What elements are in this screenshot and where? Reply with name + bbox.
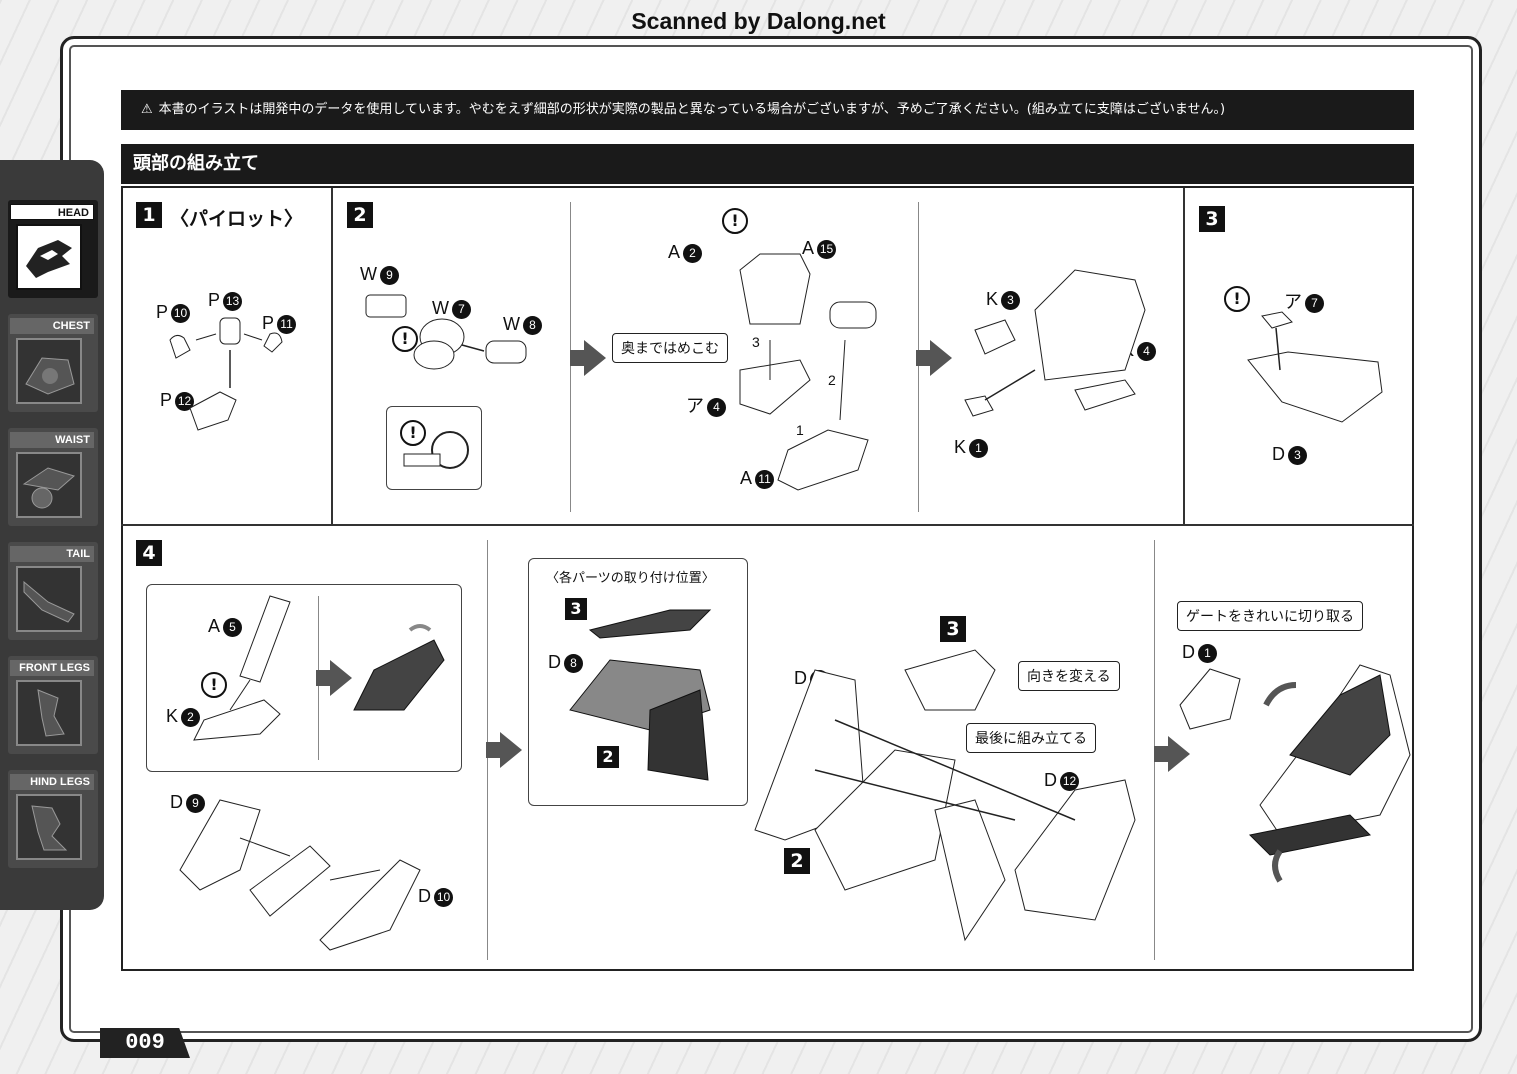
head-assembly-illustration — [754, 649, 1136, 942]
position-label: 3 — [940, 616, 966, 642]
step-title: 〈パイロット〉 — [170, 208, 304, 230]
sidebar-tab-label: FRONT LEGS — [10, 660, 94, 676]
sidebar-tab-tail[interactable]: TAIL — [8, 542, 98, 640]
position-label: 2 — [597, 746, 619, 768]
divider — [331, 188, 333, 525]
chest-icon — [16, 338, 82, 404]
sidebar-tab-head[interactable]: HEAD — [8, 200, 98, 298]
section-title: 頭部の組み立て — [121, 144, 1414, 184]
sidebar-tab-label: TAIL — [10, 546, 94, 562]
watermark: Scanned by Dalong.net — [631, 8, 886, 34]
sidebar-tab-front-legs[interactable]: FRONT LEGS — [8, 656, 98, 754]
head-final-illustration — [1179, 664, 1411, 883]
jaw-frame-illustration — [179, 799, 421, 951]
page-number: 009 — [100, 1028, 190, 1058]
caution-icon: ! — [392, 326, 418, 352]
step-number: 3 — [1199, 206, 1225, 232]
step-number: 2 — [347, 202, 373, 228]
notice-text: 本書のイラストは開発中のデータを使用しています。やむをえず細部の形状が実際の製品… — [158, 102, 1226, 117]
head-cockpit-illustration — [964, 269, 1146, 417]
order-label: 3 — [752, 334, 760, 350]
order-label: 1 — [796, 422, 804, 438]
flow-arrow-icon — [486, 732, 522, 768]
sidebar: HEAD CHEST WAIST TAIL FRONT LEGS HIND LE… — [0, 160, 104, 910]
front-legs-icon — [16, 680, 82, 746]
flow-arrow-icon — [316, 660, 352, 696]
inset-title: 〈各パーツの取り付け位置〉 — [546, 571, 715, 586]
head-position-illustration — [569, 609, 712, 781]
caution-icon: ! — [400, 420, 426, 446]
cockpit-seat-illustration — [365, 294, 527, 370]
sidebar-tab-label: WAIST — [10, 432, 94, 448]
caution-icon: ! — [722, 208, 748, 234]
canopy-illustration — [1247, 311, 1383, 423]
detail-illustration — [403, 431, 469, 469]
position-label: 3 — [565, 598, 587, 620]
callout-assemble-last: 最後に組み立てる — [966, 723, 1096, 753]
callout-cut-gate: ゲートをきれいに切り取る — [1177, 601, 1363, 631]
cockpit-assembly-illustration — [739, 253, 877, 491]
order-label: 2 — [828, 372, 836, 388]
step-number: 4 — [136, 540, 162, 566]
hind-legs-icon — [16, 794, 82, 860]
jaw-assembled-illustration — [353, 624, 445, 711]
sidebar-tab-hind-legs[interactable]: HIND LEGS — [8, 770, 98, 868]
waist-icon — [16, 452, 82, 518]
flow-arrow-icon — [916, 340, 952, 376]
flow-arrow-icon — [1154, 736, 1190, 772]
tail-icon — [16, 566, 82, 632]
flow-arrow-icon — [570, 340, 606, 376]
callout-change-direction: 向きを変える — [1018, 661, 1120, 691]
caution-icon: ! — [1224, 286, 1250, 312]
sidebar-tab-label: HEAD — [10, 204, 94, 220]
step-number: 1 — [136, 202, 162, 228]
sidebar-tab-label: CHEST — [10, 318, 94, 334]
divider — [1183, 188, 1185, 525]
pilot-illustration — [169, 317, 283, 431]
head-icon — [16, 224, 82, 290]
divider — [121, 524, 1414, 526]
warning-icon: ⚠ — [141, 102, 153, 117]
caution-icon: ! — [201, 672, 227, 698]
sidebar-tab-label: HIND LEGS — [10, 774, 94, 790]
notice-bar: ⚠ 本書のイラストは開発中のデータを使用しています。やむをえず細部の形状が実際の製… — [121, 90, 1414, 130]
sidebar-tab-chest[interactable]: CHEST — [8, 314, 98, 412]
callout-press-fully: 奥まではめこむ — [612, 333, 728, 363]
jaw-part-illustration — [193, 595, 291, 741]
position-label: 2 — [784, 848, 810, 874]
sidebar-tab-waist[interactable]: WAIST — [8, 428, 98, 526]
